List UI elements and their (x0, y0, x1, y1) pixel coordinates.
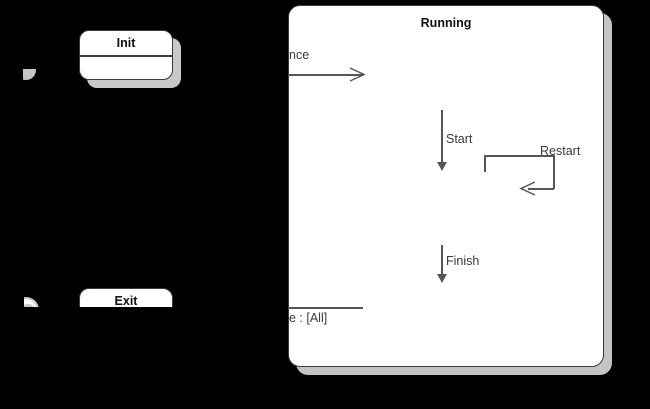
transition-restart-label: Restart (540, 144, 581, 158)
running-composite-state[interactable]: Running (288, 5, 604, 367)
occluder-exit-gap (39, 274, 79, 307)
occluder-exit-right (181, 288, 288, 307)
transition-start-arrowhead (437, 162, 447, 171)
transition-to-create-label: nce (289, 48, 310, 62)
occluder-left-init-mid (26, 30, 79, 64)
transition-finish-line (441, 245, 443, 275)
occluder-left-init-right (181, 30, 288, 46)
init-state-title: Init (116, 36, 136, 50)
occluder-below-node (16, 80, 79, 288)
init-state-body (80, 57, 172, 64)
transition-finish-arrowhead (437, 274, 447, 283)
transition-to-create-line (225, 74, 363, 76)
occluder-bottom-band (288, 383, 612, 409)
occluder-init-right-lower (181, 46, 288, 88)
transition-restart-line-bottom (528, 188, 554, 190)
occluder-exit-left (0, 288, 13, 297)
init-state[interactable]: Init (79, 30, 173, 80)
transition-to-destroy-line (230, 307, 363, 309)
transition-start-line (441, 110, 443, 163)
occluder-node-upper-arc (16, 60, 36, 69)
running-state-title: Running (420, 16, 472, 30)
occluder-left-init-left (0, 30, 16, 60)
occluder-init-below (79, 88, 288, 274)
occluder-final-node-notch (13, 297, 24, 307)
transition-finish-label: Finish (446, 254, 480, 268)
occluder-init-gap-left (36, 60, 79, 80)
exit-state-title: Exit (114, 294, 138, 308)
occluder-right-band (612, 0, 650, 409)
occluder-top-right-band (604, 0, 650, 13)
transition-start-label: Start (446, 132, 473, 146)
occluder-left-lower-col (0, 307, 288, 409)
transition-restart-line-left (484, 155, 486, 172)
init-state-divider (80, 55, 172, 57)
occluder-left-top (0, 0, 288, 30)
transition-to-destroy-label: e : [All] (289, 311, 328, 325)
occluder-node-left-col (0, 60, 16, 288)
occluder-node-left-arc (16, 69, 23, 80)
transition-restart-line-right (553, 155, 555, 189)
transition-restart-line-top (484, 155, 554, 157)
